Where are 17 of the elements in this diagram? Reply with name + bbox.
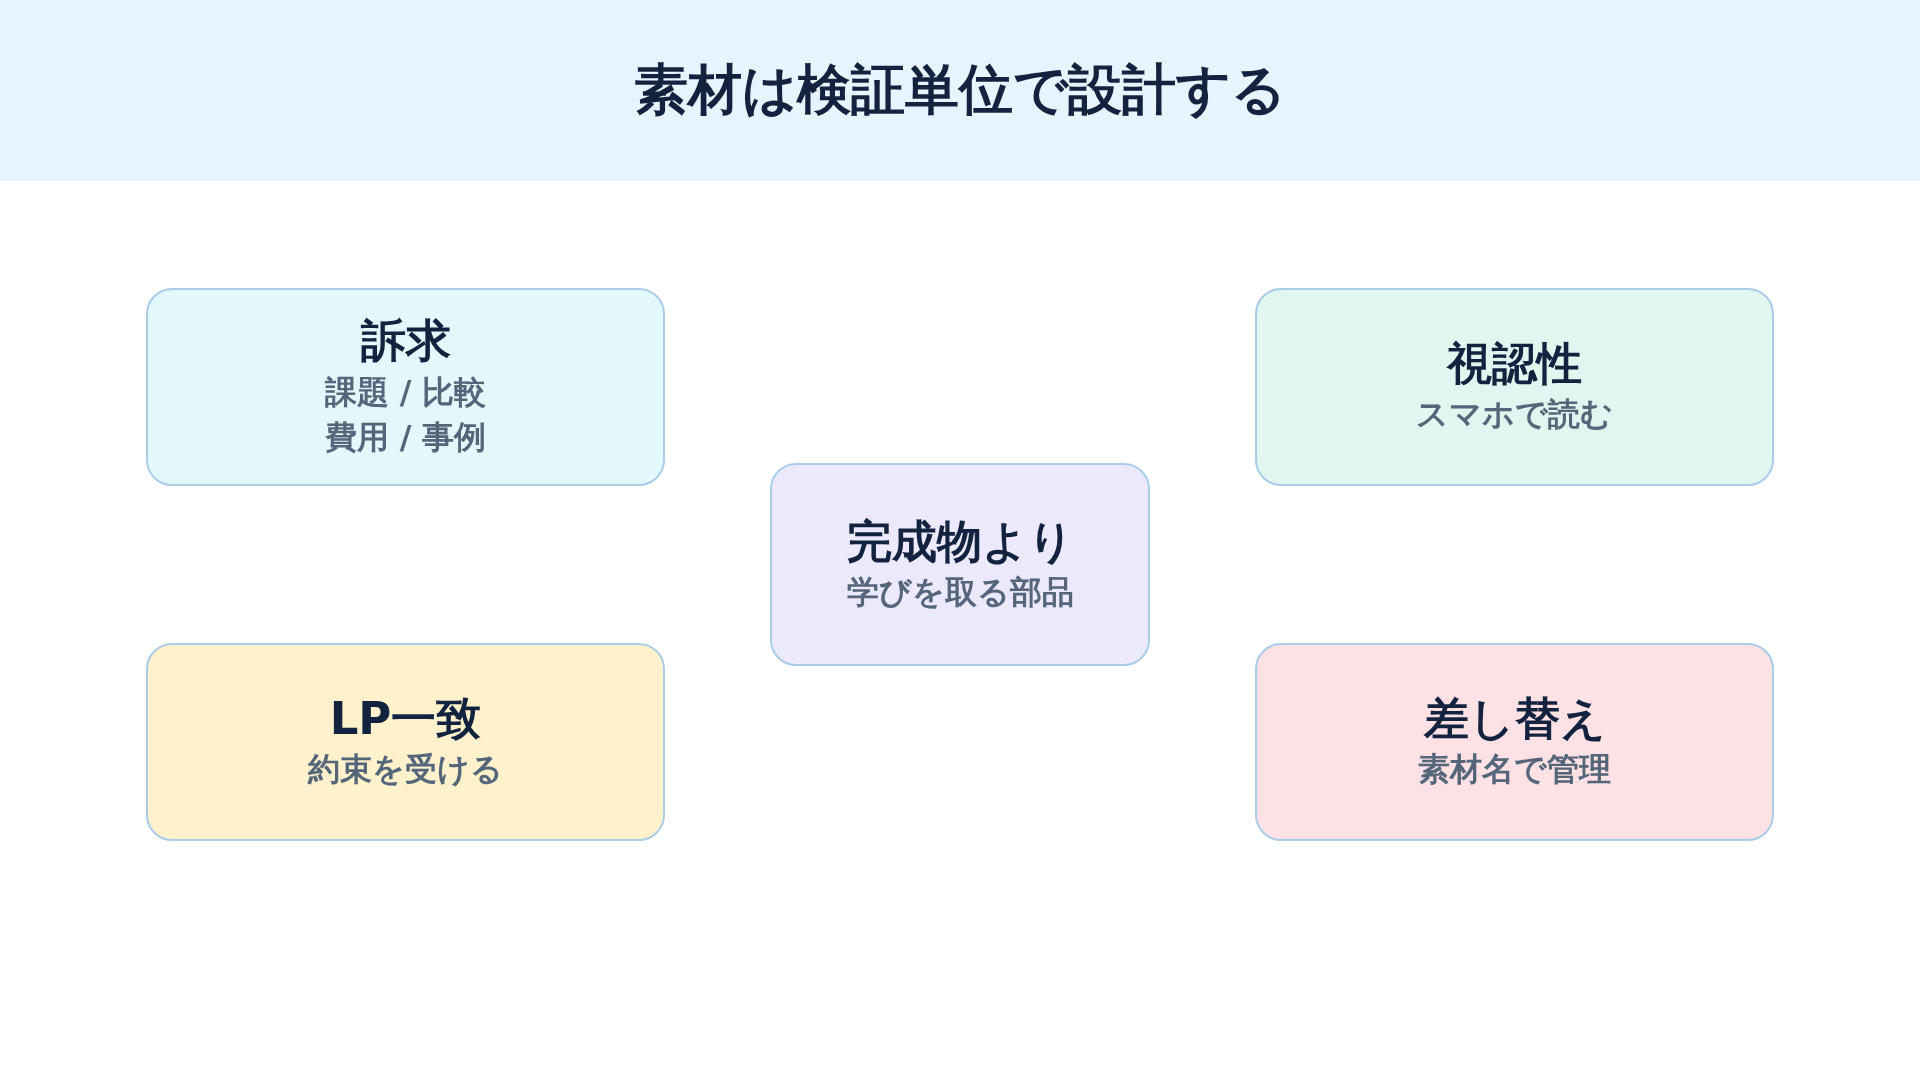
card-title: 差し替え — [1423, 691, 1606, 748]
card-text: 費用 / 事例 — [324, 417, 487, 459]
card — [146, 288, 665, 486]
card — [1255, 643, 1774, 841]
card-title: 視認性 — [1447, 336, 1582, 393]
card-text: 素材名で管理 — [1418, 749, 1611, 791]
card — [1255, 288, 1774, 486]
card-title: LP一致 — [329, 691, 482, 748]
card-text: 課題 / 比較 — [324, 371, 487, 413]
card-text: 学びを取る部品 — [846, 571, 1074, 613]
card — [770, 463, 1150, 666]
card-text: 約束を受ける — [308, 749, 503, 791]
card-text: スマホで読む — [1416, 394, 1613, 436]
card-title: 訴求 — [360, 313, 451, 370]
card-title: 完成物より — [846, 513, 1074, 570]
card — [146, 643, 665, 841]
title: 素材は検証単位で設計する — [634, 58, 1286, 123]
